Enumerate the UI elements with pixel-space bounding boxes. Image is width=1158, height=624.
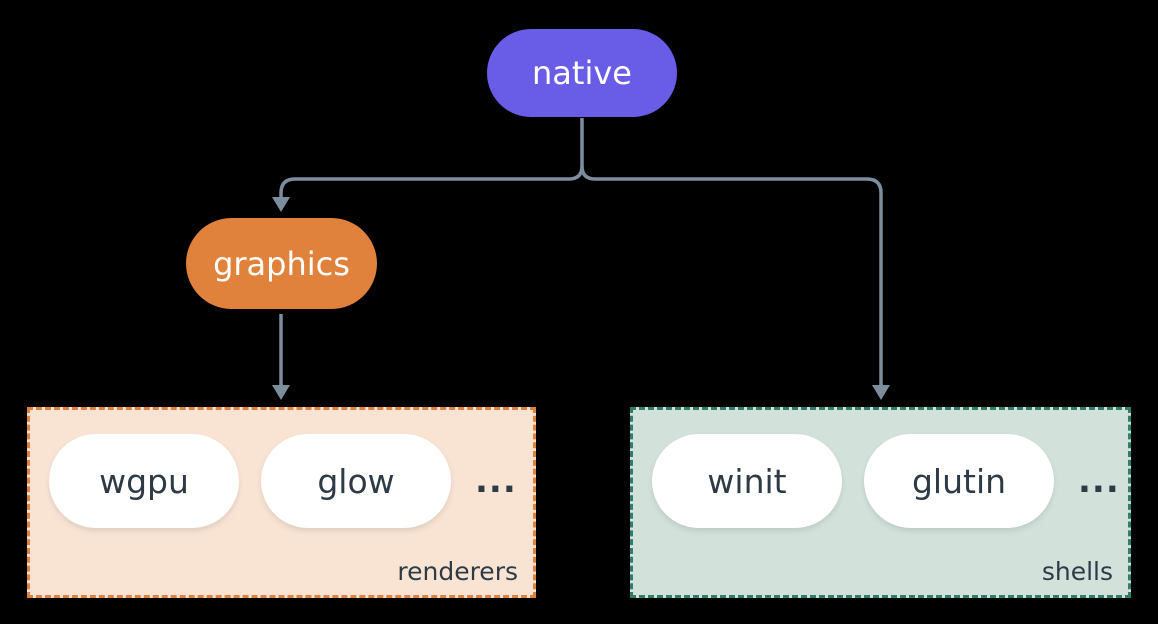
shells-ellipsis: ... [1078,461,1120,501]
node-wgpu-label: wgpu [99,461,189,501]
node-graphics: graphics [186,218,377,309]
node-native: native [487,29,677,117]
renderers-group-label: renderers [397,557,518,586]
edge-native-to-shells [580,165,883,386]
group-renderers: wgpu glow ... renderers [27,407,536,598]
arrowhead-shells [872,385,890,400]
node-glow-label: glow [317,461,395,501]
edge-native-to-graphics [279,118,584,198]
node-winit-label: winit [707,461,787,501]
node-native-label: native [532,54,632,92]
group-shells: winit glutin ... shells [630,407,1131,598]
node-glow: glow [261,434,451,528]
node-graphics-label: graphics [213,244,350,283]
node-glutin: glutin [864,434,1054,528]
arrowhead-graphics [272,197,290,212]
renderers-ellipsis: ... [475,461,517,501]
renderers-pill-row: wgpu glow ... [30,410,533,528]
node-winit: winit [652,434,842,528]
node-wgpu: wgpu [49,434,239,528]
shells-pill-row: winit glutin ... [633,410,1128,528]
shells-group-label: shells [1041,557,1113,586]
node-glutin-label: glutin [911,461,1007,501]
arrowhead-renderers [272,385,290,400]
